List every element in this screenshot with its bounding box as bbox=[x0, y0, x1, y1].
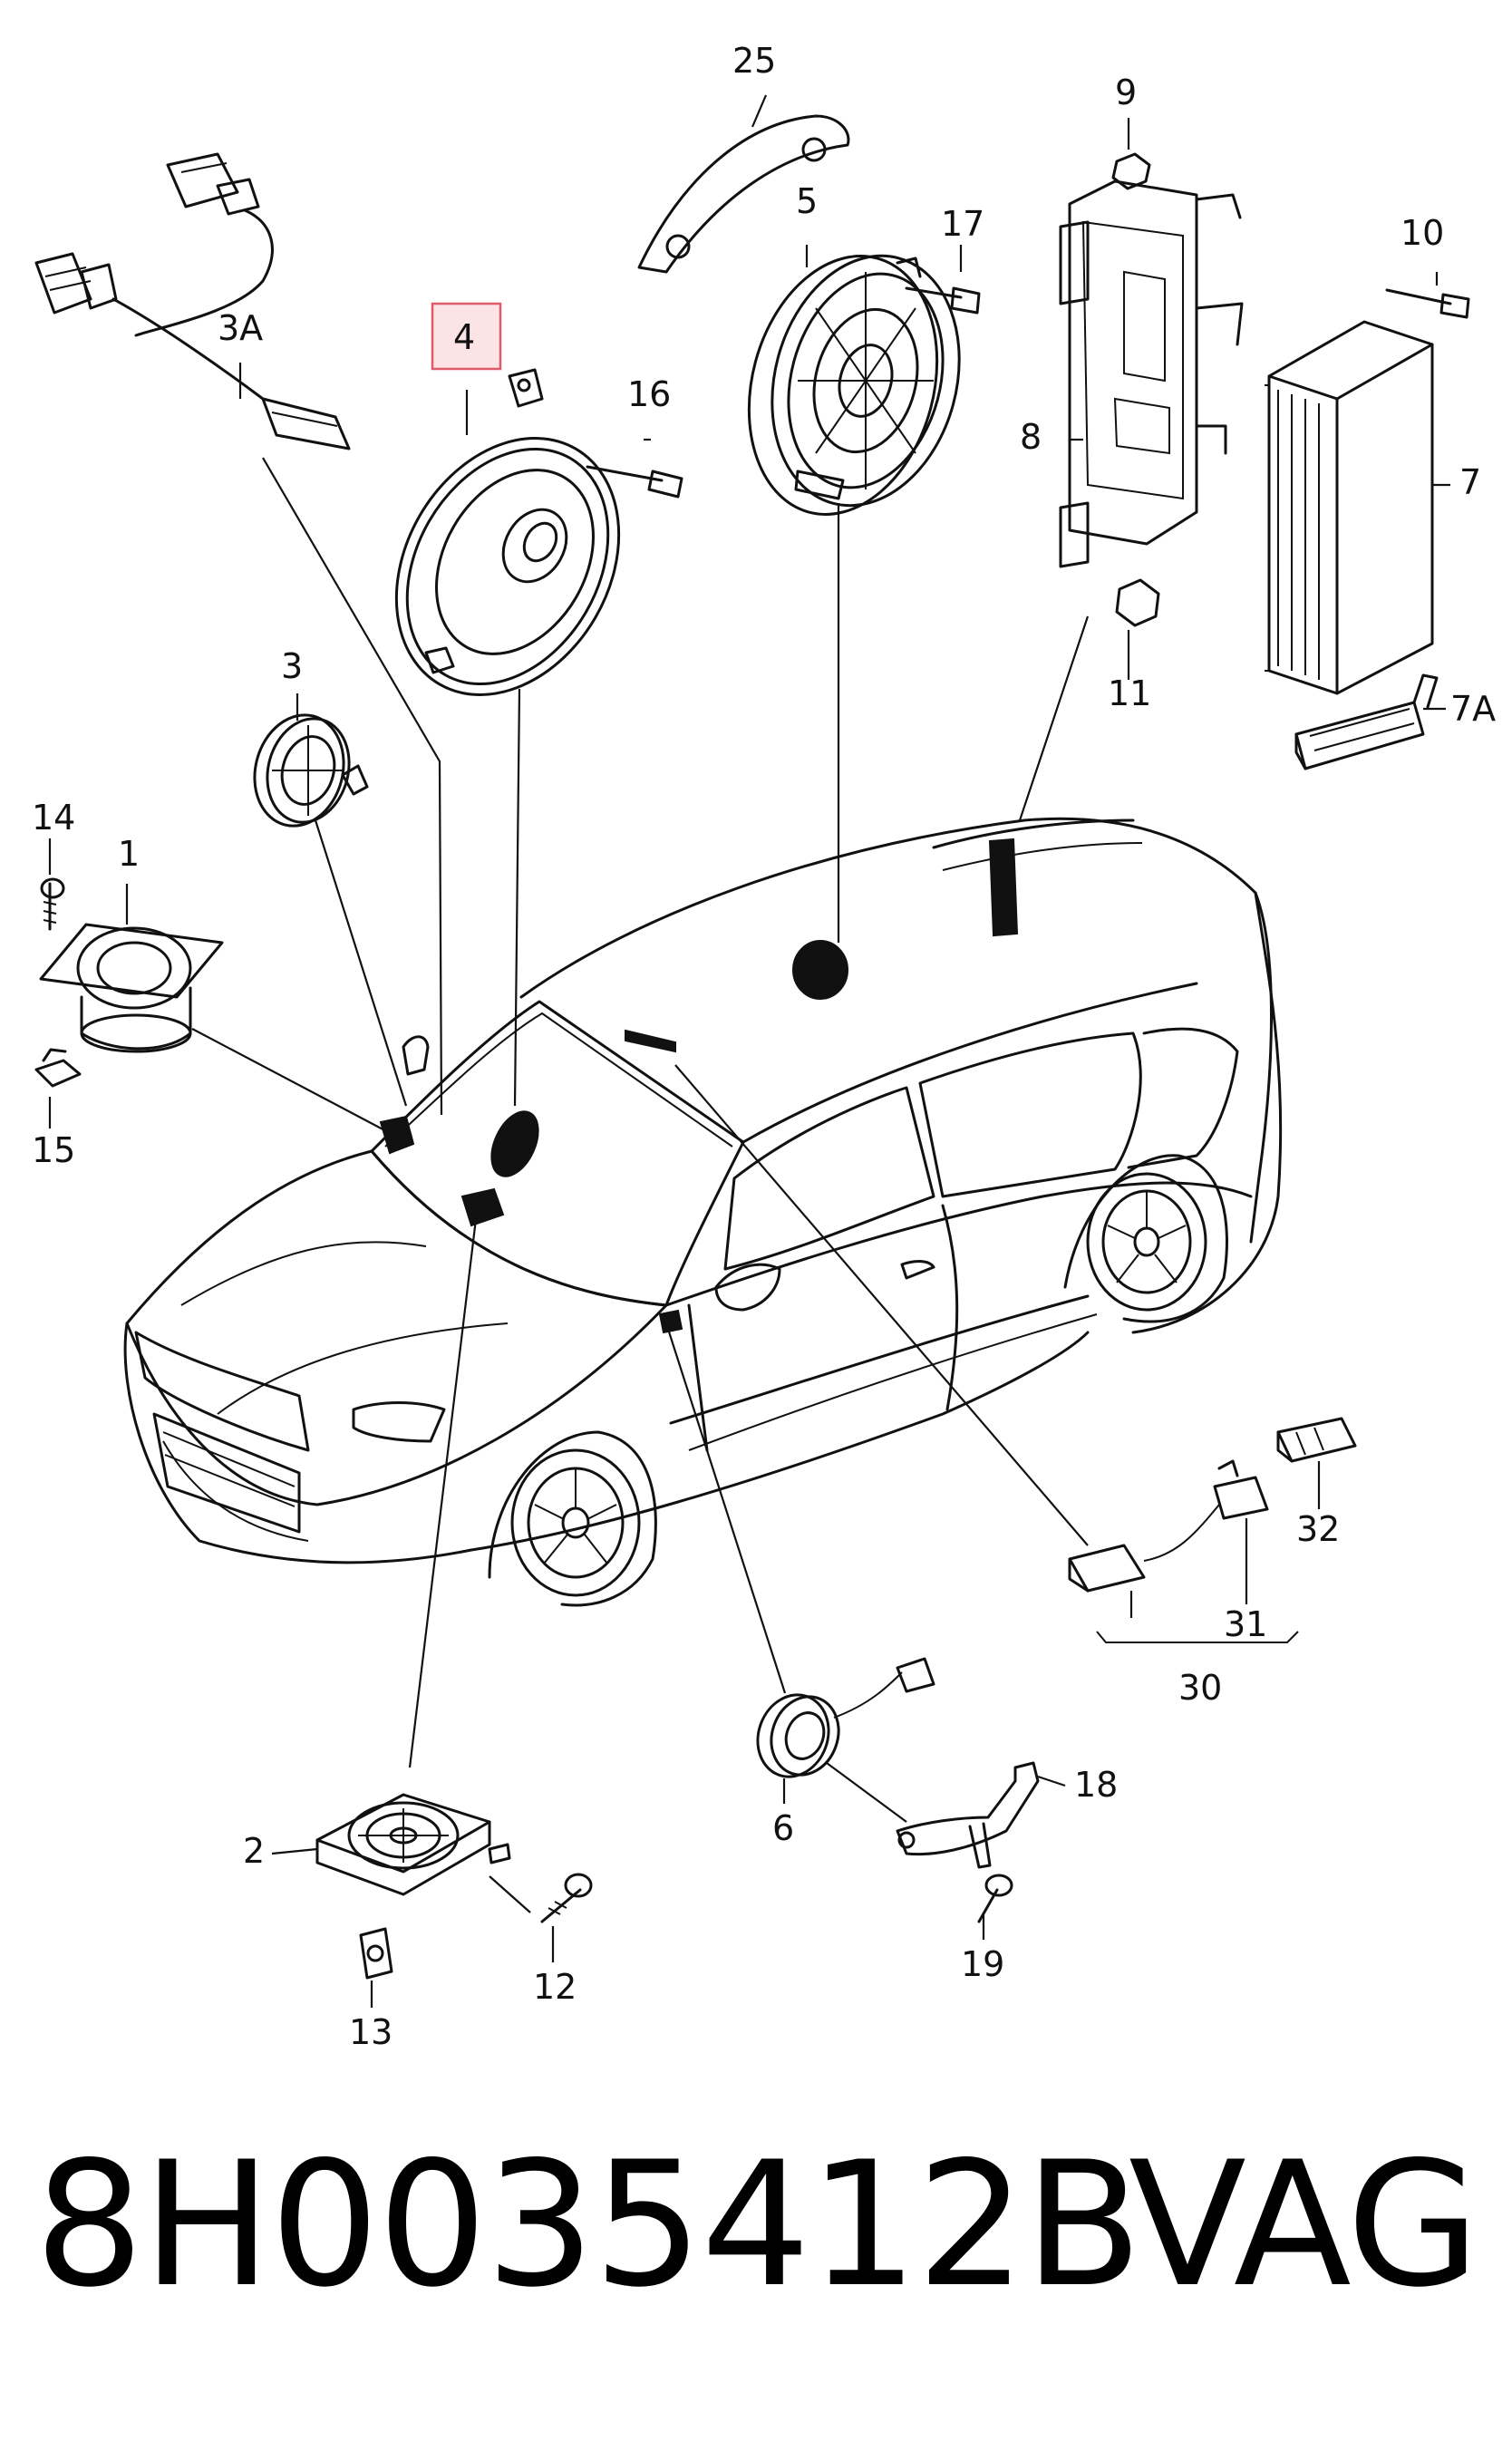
callout-9: 9 bbox=[1115, 73, 1137, 112]
callout-5: 5 bbox=[796, 181, 818, 221]
tweeter-3 bbox=[253, 713, 369, 828]
part-number-text: 8H0035412B bbox=[34, 2125, 1142, 2325]
callout-31: 31 bbox=[1224, 1604, 1267, 1644]
callout-19: 19 bbox=[961, 1944, 1004, 1984]
callout-12: 12 bbox=[533, 1967, 577, 2007]
callout-labels: 25 3A 4 16 5 17 9 10 8 7 11 7A 3 14 1 15… bbox=[32, 41, 1496, 2052]
callout-3: 3 bbox=[281, 646, 303, 686]
wiring-harness-3a bbox=[34, 152, 351, 450]
adapter-cable-set bbox=[1068, 1417, 1357, 1643]
callout-18: 18 bbox=[1074, 1765, 1118, 1805]
speaker-1 bbox=[34, 877, 224, 1088]
callout-11: 11 bbox=[1108, 673, 1151, 713]
center-speaker-2 bbox=[315, 1793, 593, 1980]
exploded-parts-diagram: 25 3A 4 16 5 17 9 10 8 7 11 7A 3 14 1 15… bbox=[32, 41, 1496, 2052]
door-speaker-4 bbox=[394, 368, 683, 696]
tweeter-6 bbox=[756, 1657, 1040, 1923]
callout-7: 7 bbox=[1459, 462, 1481, 502]
callout-6: 6 bbox=[772, 1808, 794, 1848]
amplifier-assembly bbox=[1059, 152, 1470, 770]
highlight-box bbox=[431, 302, 502, 371]
rear-speaker-5 bbox=[747, 254, 981, 516]
car-body bbox=[123, 817, 1283, 1607]
callout-3a: 3A bbox=[218, 308, 263, 348]
callout-15: 15 bbox=[32, 1130, 75, 1170]
callout-17: 17 bbox=[941, 204, 984, 244]
callout-10: 10 bbox=[1401, 213, 1444, 253]
callout-2: 2 bbox=[243, 1831, 265, 1871]
callout-32: 32 bbox=[1296, 1509, 1340, 1549]
callout-8: 8 bbox=[1020, 417, 1042, 457]
callout-1: 1 bbox=[118, 834, 140, 874]
callout-14: 14 bbox=[32, 798, 75, 838]
leader-lines bbox=[48, 94, 1450, 2008]
trim-strip-25 bbox=[637, 114, 850, 274]
brand-text: VAG bbox=[1129, 2125, 1480, 2325]
callout-4: 4 bbox=[453, 317, 475, 357]
callout-13: 13 bbox=[349, 2012, 393, 2052]
callout-25: 25 bbox=[732, 41, 776, 81]
callout-7a: 7A bbox=[1450, 689, 1496, 729]
callout-16: 16 bbox=[627, 374, 671, 414]
callout-30: 30 bbox=[1178, 1668, 1222, 1708]
